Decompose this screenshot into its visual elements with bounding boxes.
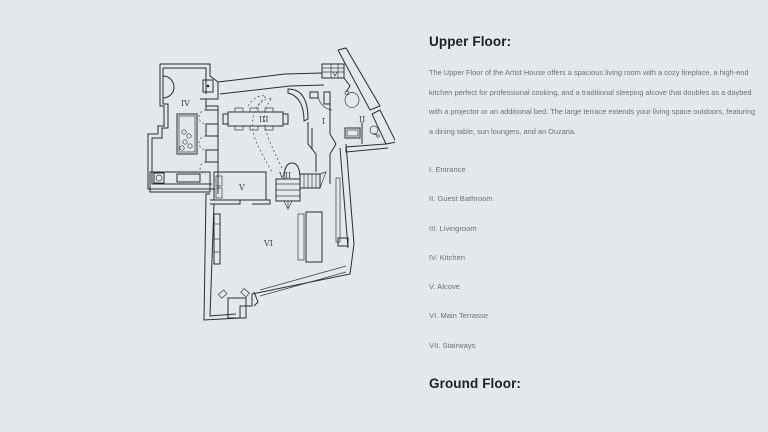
kitchen-living-divider <box>198 99 219 194</box>
upper-floor-plan: IV <box>140 44 395 324</box>
room-label-livingroom: III <box>259 115 268 124</box>
stairways-area: VII <box>275 162 327 210</box>
room-label-kitchen: IV <box>181 99 190 108</box>
upper-floor-description: The Upper Floor of the Artist House offe… <box>429 68 756 136</box>
room-list-item: V. Alcove <box>429 282 460 292</box>
terrace-walls: VI <box>203 143 355 321</box>
room-label-terrace: VI <box>263 239 273 248</box>
upper-floor-heading: Upper Floor: <box>429 34 512 49</box>
room-list-item: III. Livingroom <box>429 223 477 233</box>
room-list-item: II. Guest Bathroom <box>429 194 493 204</box>
bathroom-stair: II <box>321 47 395 153</box>
floor-plan-drawing: IV <box>147 47 395 321</box>
room-list-item: VII. Stairways <box>429 340 476 350</box>
alcove-area: V <box>210 171 271 205</box>
room-label-bathroom: II <box>359 115 365 124</box>
room-label-entrance: I <box>322 117 325 126</box>
room-label-alcove: V <box>238 183 245 192</box>
room-list: I. Entrance II. Guest Bathroom III. Livi… <box>429 164 759 369</box>
upper-floor-section: Upper Floor: The Upper Floor of the Arti… <box>429 33 759 393</box>
entrance-area: I <box>307 91 337 184</box>
livingroom-furniture: III <box>222 95 289 173</box>
room-list-item: VI. Main Terrasse <box>429 311 488 321</box>
living-walls <box>217 72 325 122</box>
room-list-item: I. Entrance <box>429 165 466 174</box>
kitchen-walls: IV <box>147 63 219 193</box>
ground-floor-heading: Ground Floor: <box>429 376 522 392</box>
room-list-item: IV. Kitchen <box>429 252 466 262</box>
room-label-stairways: VII <box>278 171 291 180</box>
